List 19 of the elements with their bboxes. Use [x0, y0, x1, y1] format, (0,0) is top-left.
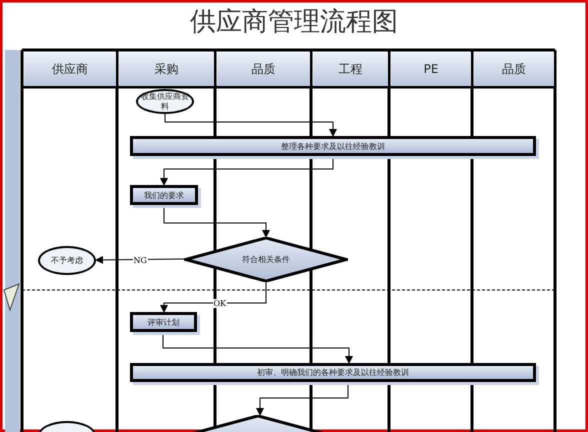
lane-header: 品质 [217, 52, 310, 86]
lane-header: PE [391, 52, 471, 86]
terminal-ellipse: 不予考虑 [38, 246, 96, 275]
process-box: 初审、明确我们的各种要求及以往经验教训 [130, 363, 536, 382]
title: 供应商管理流程图 [189, 6, 399, 39]
edge-label: NG [132, 256, 148, 264]
lane-header: 品质 [474, 52, 554, 86]
arrow [164, 114, 337, 137]
lane-header: 工程 [313, 52, 388, 86]
arrow [95, 256, 184, 264]
lane-header: 采购 [119, 52, 214, 86]
arrow [160, 282, 266, 313]
process-box: 整理各种要求及以往经验教训 [130, 136, 536, 156]
edge-label: OK [212, 298, 228, 308]
terminal-ellipse: 收集供应商资料 [136, 89, 194, 114]
lane-header: 供应商 [24, 52, 116, 86]
process-box: 评审计划 [130, 312, 197, 332]
process-box: 我们的要求 [130, 185, 198, 205]
decision-diamond: 符合相关条件 [184, 237, 348, 282]
